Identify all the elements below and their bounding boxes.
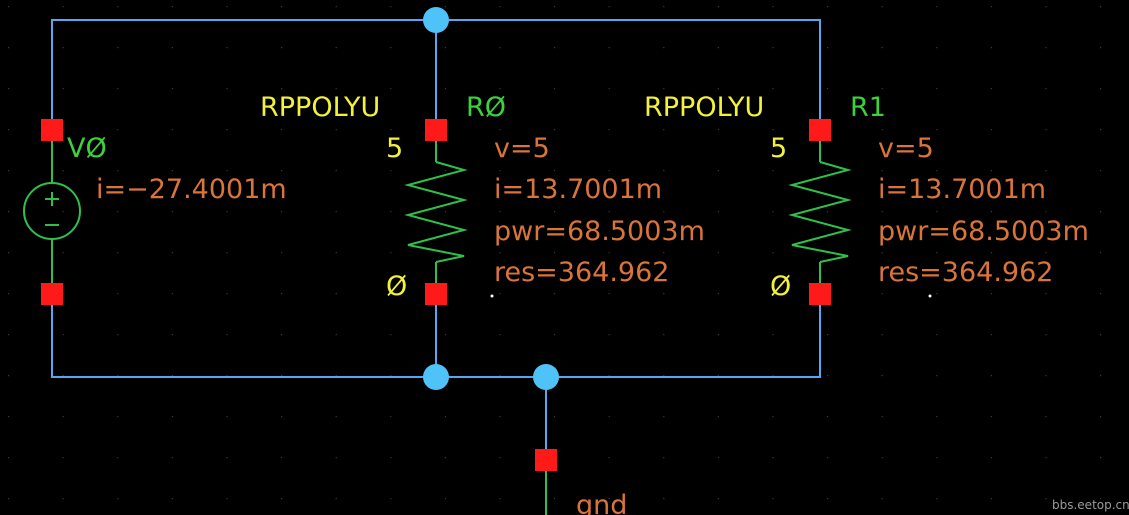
junction-dot-top[interactable] xyxy=(423,7,449,33)
r0-voltage: v=5 xyxy=(494,133,550,164)
pin-r1-minus[interactable] xyxy=(809,283,831,305)
voltage-source-v0[interactable]: VØ i=−27.4001m xyxy=(23,119,287,305)
r0-resistance: res=364.962 xyxy=(494,257,669,288)
resistor-zigzag-icon xyxy=(788,161,852,263)
source-name: VØ xyxy=(67,133,107,164)
r1-pin-bottom-label: Ø xyxy=(770,271,791,302)
r1-resistance: res=364.962 xyxy=(878,257,1053,288)
r0-pin-top-label: 5 xyxy=(386,133,403,164)
r0-cell-name: RPPOLYU xyxy=(260,92,380,123)
r1-current: i=13.7001m xyxy=(878,174,1046,205)
resistor-zigzag-icon xyxy=(404,161,468,263)
ground-connection[interactable]: gnd xyxy=(535,449,627,515)
pin-v0-plus[interactable] xyxy=(41,119,63,141)
r0-pin-bottom-label: Ø xyxy=(386,271,407,302)
junction-dot-bottom-left[interactable] xyxy=(423,364,449,390)
r0-current: i=13.7001m xyxy=(494,174,662,205)
r0-instance-name: RØ xyxy=(466,92,506,123)
dc-voltage-source-icon xyxy=(23,182,81,240)
r1-cell-name: RPPOLYU xyxy=(644,92,764,123)
resistor-r1[interactable]: RPPOLYU R1 5 Ø v=5 i=13.7001m pwr=68.500… xyxy=(644,92,1089,305)
pin-r1-plus[interactable] xyxy=(809,119,831,141)
pin-r0-plus[interactable] xyxy=(425,119,447,141)
r1-voltage: v=5 xyxy=(878,133,934,164)
source-current: i=−27.4001m xyxy=(96,174,287,205)
pin-gnd[interactable] xyxy=(535,449,557,471)
resistor-r0[interactable]: RPPOLYU RØ 5 Ø v=5 i=13.7001m pwr=68.500… xyxy=(260,92,705,305)
r1-power: pwr=68.5003m xyxy=(878,216,1089,247)
junction-dot-bottom-right[interactable] xyxy=(533,364,559,390)
r1-pin-top-label: 5 xyxy=(770,133,787,164)
r1-instance-name: R1 xyxy=(850,92,886,123)
marker-dot xyxy=(928,294,932,298)
pin-r0-minus[interactable] xyxy=(425,283,447,305)
pin-v0-minus[interactable] xyxy=(41,283,63,305)
marker-dot xyxy=(490,294,494,298)
watermark: bbs.eetop.cn xyxy=(1052,498,1129,512)
r0-power: pwr=68.5003m xyxy=(494,216,705,247)
gnd-label: gnd xyxy=(576,490,627,515)
